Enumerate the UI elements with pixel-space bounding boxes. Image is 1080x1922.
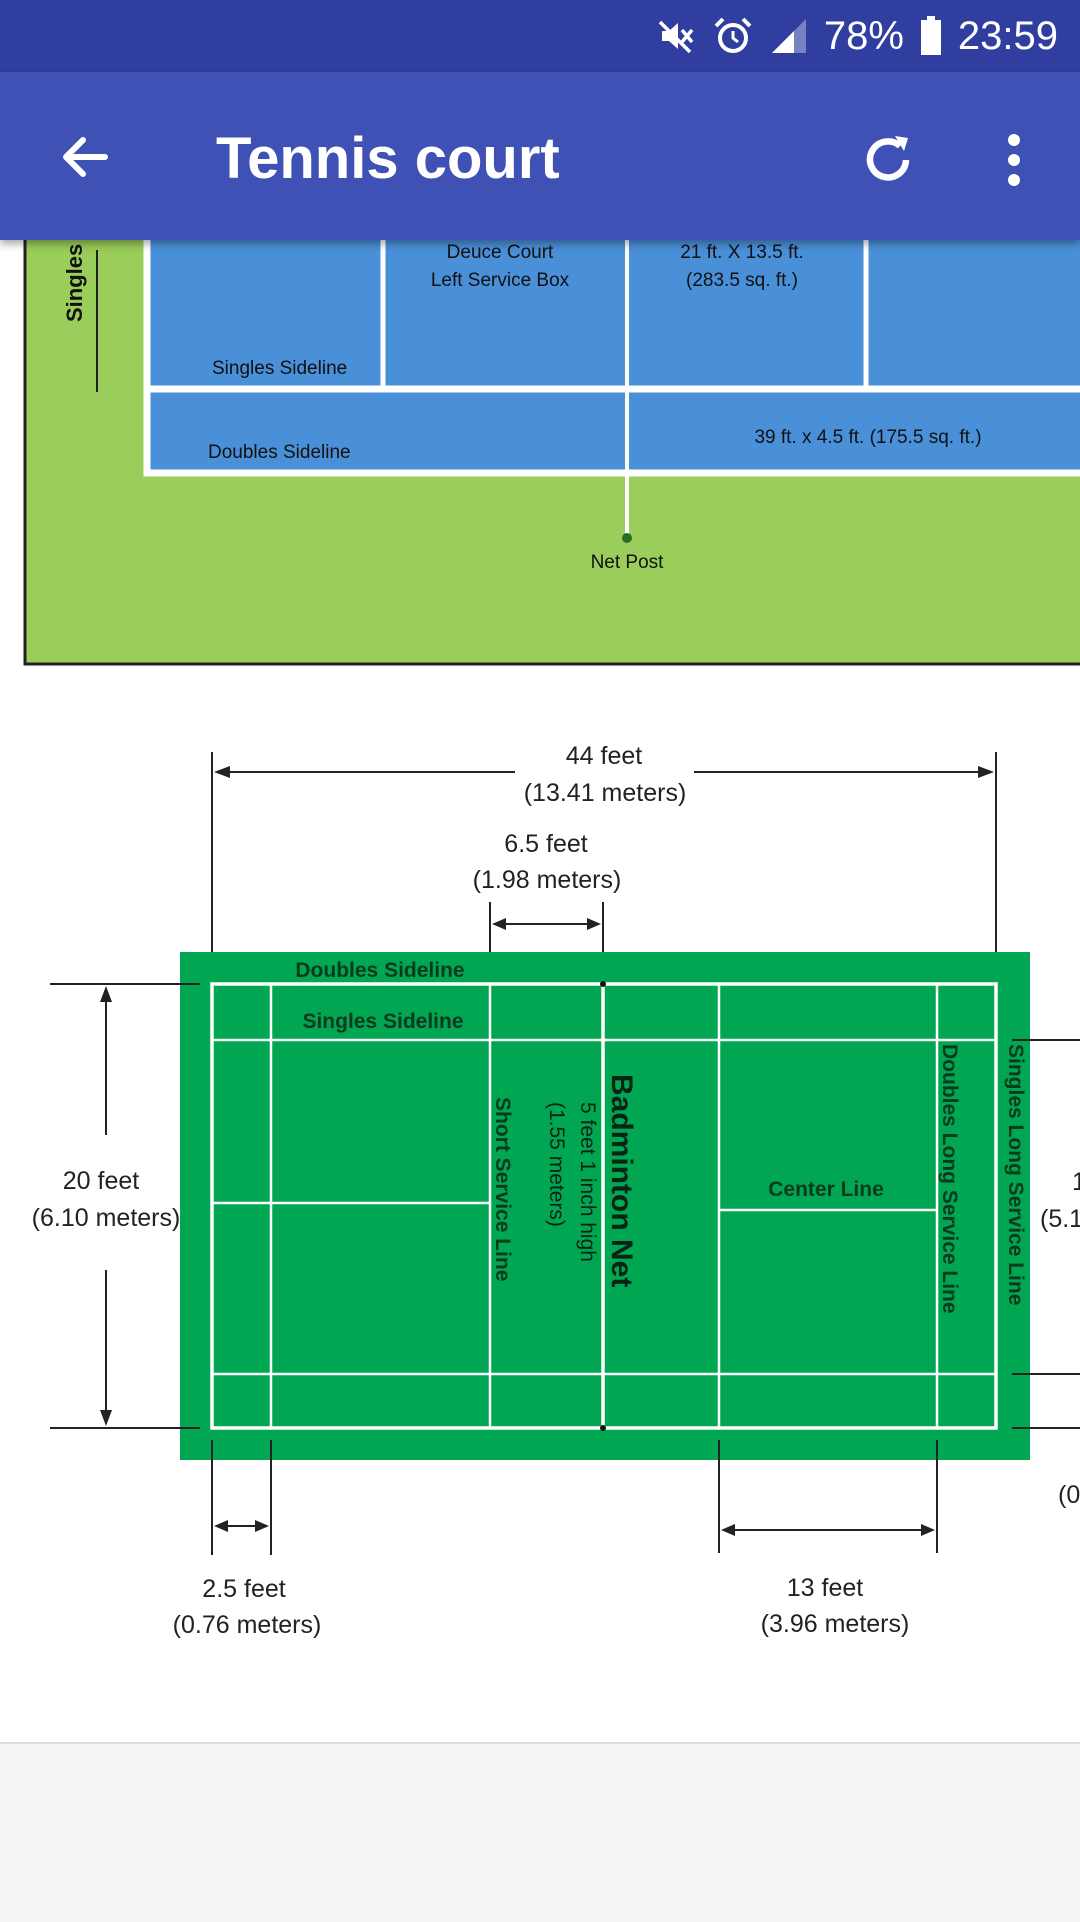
singles-sideline-label: Singles Sideline: [302, 1010, 463, 1033]
court-image: Singles Deuce Court Left Service Box 21 …: [23, 240, 1080, 1639]
more-options-button[interactable]: [990, 122, 1038, 198]
short-service-dist-meters: (1.98 meters): [473, 866, 622, 894]
net-height-feet-label: 5 feet 1 inch high: [576, 1102, 599, 1262]
alarm-icon: [712, 15, 754, 57]
short-service-dist-feet: 6.5 feet: [504, 830, 587, 858]
width-feet-label: 44 feet: [566, 742, 643, 770]
refresh-icon: [866, 136, 910, 181]
back-distance-feet-label: 13 feet: [787, 1574, 864, 1602]
tennis-court-diagram: Singles Deuce Court Left Service Box 21 …: [23, 240, 1080, 666]
width-meters-label: (13.41 meters): [524, 779, 687, 807]
back-button[interactable]: [50, 122, 120, 192]
mute-icon: [656, 16, 696, 56]
service-box-size-label: 21 ft. X 13.5 ft.: [680, 242, 804, 263]
net-height-meters-label: (1.55 meters): [545, 1102, 568, 1227]
singles-long-service-line-label: Singles Long Service Line: [1004, 1044, 1027, 1305]
doubles-sideline-label: Doubles Sideline: [295, 959, 464, 982]
height-meters-label: (6.10 meters): [32, 1204, 181, 1232]
doubles-long-service-line-label: Doubles Long Service Line: [938, 1044, 961, 1314]
badminton-court-diagram: 44 feet (13.41 meters) 6.5 feet (1.98 me…: [32, 742, 1080, 1639]
center-line-label: Center Line: [768, 1178, 884, 1201]
alley-width-meters-label: (0.76 meters): [173, 1611, 322, 1639]
battery-icon: [920, 16, 942, 56]
alley-size-label: 39 ft. x 4.5 ft. (175.5 sq. ft.): [754, 427, 981, 448]
tennis-singles-sideline-label: Singles Sideline: [212, 358, 347, 379]
battery-percent: 78%: [823, 13, 904, 58]
deuce-court-label: Deuce Court: [447, 242, 554, 263]
right-partial-number: 1: [1072, 1168, 1080, 1196]
service-box-area-label: (283.5 sq. ft.): [686, 270, 798, 291]
alley-width-feet-label: 2.5 feet: [202, 1575, 285, 1603]
image-content: Singles Deuce Court Left Service Box 21 …: [0, 240, 1080, 1742]
page-title: Tennis court: [216, 126, 560, 191]
short-service-line-label: Short Service Line: [491, 1097, 514, 1281]
status-icons: 78% 23:59: [656, 0, 1058, 72]
back-distance-meters-label: (3.96 meters): [761, 1610, 910, 1638]
right-partial-meters: (5.1: [1040, 1205, 1080, 1233]
signal-icon: [770, 17, 808, 55]
clock: 23:59: [957, 13, 1058, 58]
tennis-doubles-sideline-label: Doubles Sideline: [208, 442, 351, 463]
app-bar: Tennis court: [0, 72, 1080, 240]
status-bar: 78% 23:59: [0, 0, 1080, 72]
height-feet-label: 20 feet: [63, 1167, 140, 1195]
left-service-box-label: Left Service Box: [431, 270, 570, 291]
badminton-net-label: Badminton Net: [605, 1074, 638, 1287]
bottom-area: [0, 1742, 1080, 1922]
singles-vertical-label: Singles: [62, 244, 87, 322]
refresh-button[interactable]: [850, 122, 926, 198]
back-arrow-icon: [63, 137, 108, 177]
net-post-label: Net Post: [591, 552, 665, 573]
right-partial-lower: (0: [1058, 1481, 1080, 1509]
more-vert-icon: [1008, 134, 1020, 186]
